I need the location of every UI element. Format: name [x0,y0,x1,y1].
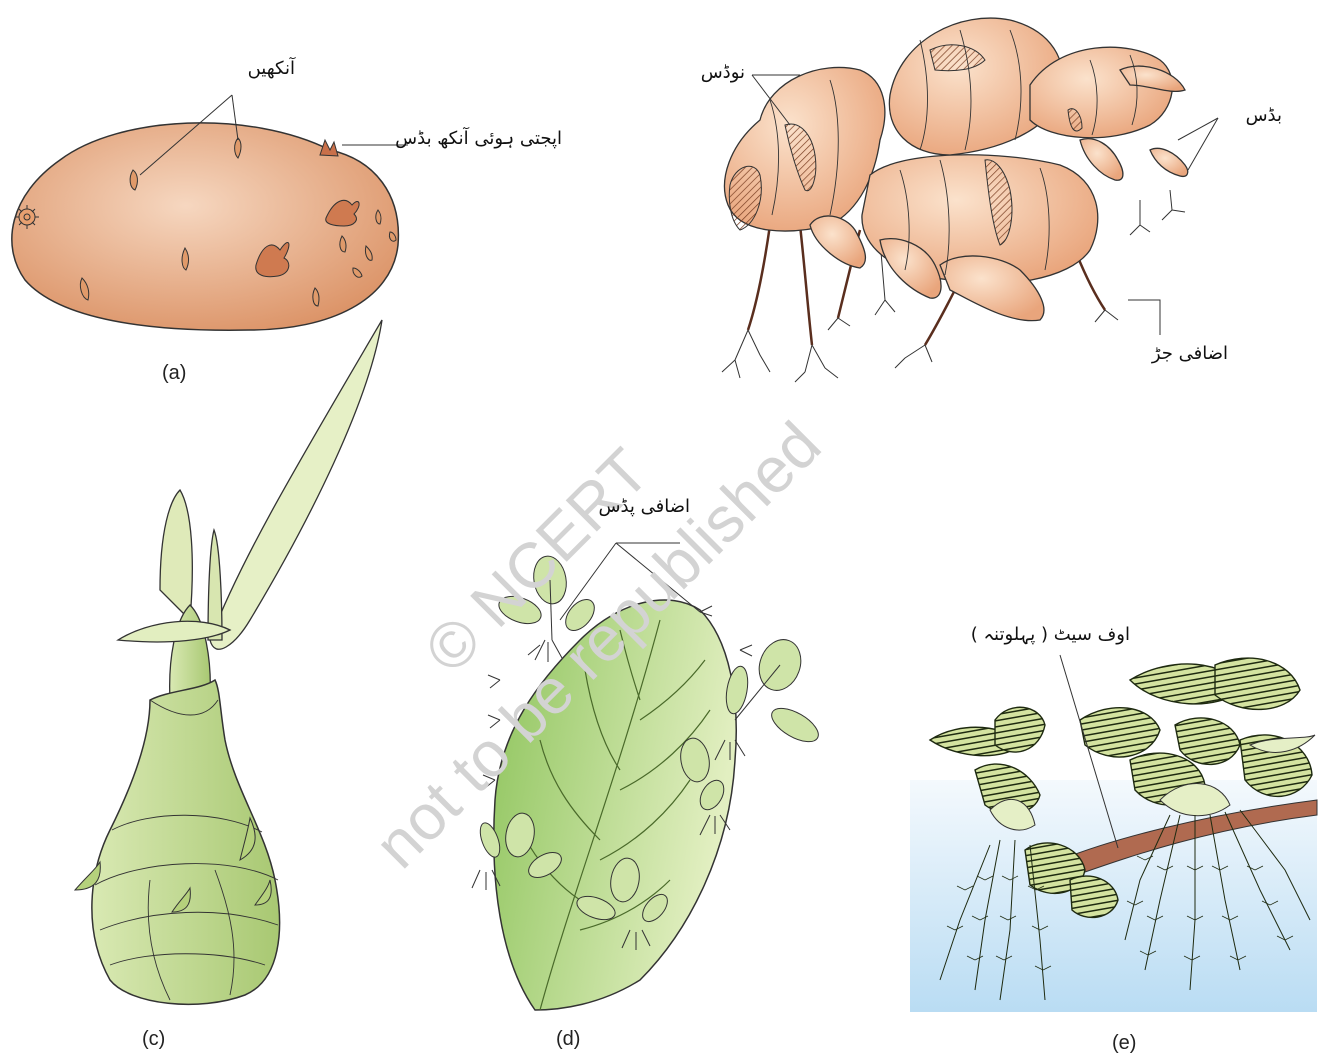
label-eyes: آنکھیں [205,58,295,79]
label-sprouting-eye-buds: اپجتی ہوئی آنکھ بڈس [412,128,562,149]
label-nodes: نوڈس [685,62,745,83]
label-adventitious-root: اضافی جڑ [1158,343,1228,364]
potato-tuber [12,95,408,330]
label-buds: بڈس [1222,105,1282,126]
ginger-rhizome [722,18,1218,382]
caption-c: (c) [142,1028,165,1051]
offset-plant [910,655,1317,1012]
label-adventitious-buds: اضافی پڈس [600,496,690,517]
caption-e: (e) [1112,1032,1136,1055]
label-offset: اوف سیٹ ( پہلوتنہ ) [990,624,1130,645]
caption-a: (a) [162,362,186,385]
sprouting-bulb [75,320,382,1004]
caption-d: (d) [556,1028,580,1051]
